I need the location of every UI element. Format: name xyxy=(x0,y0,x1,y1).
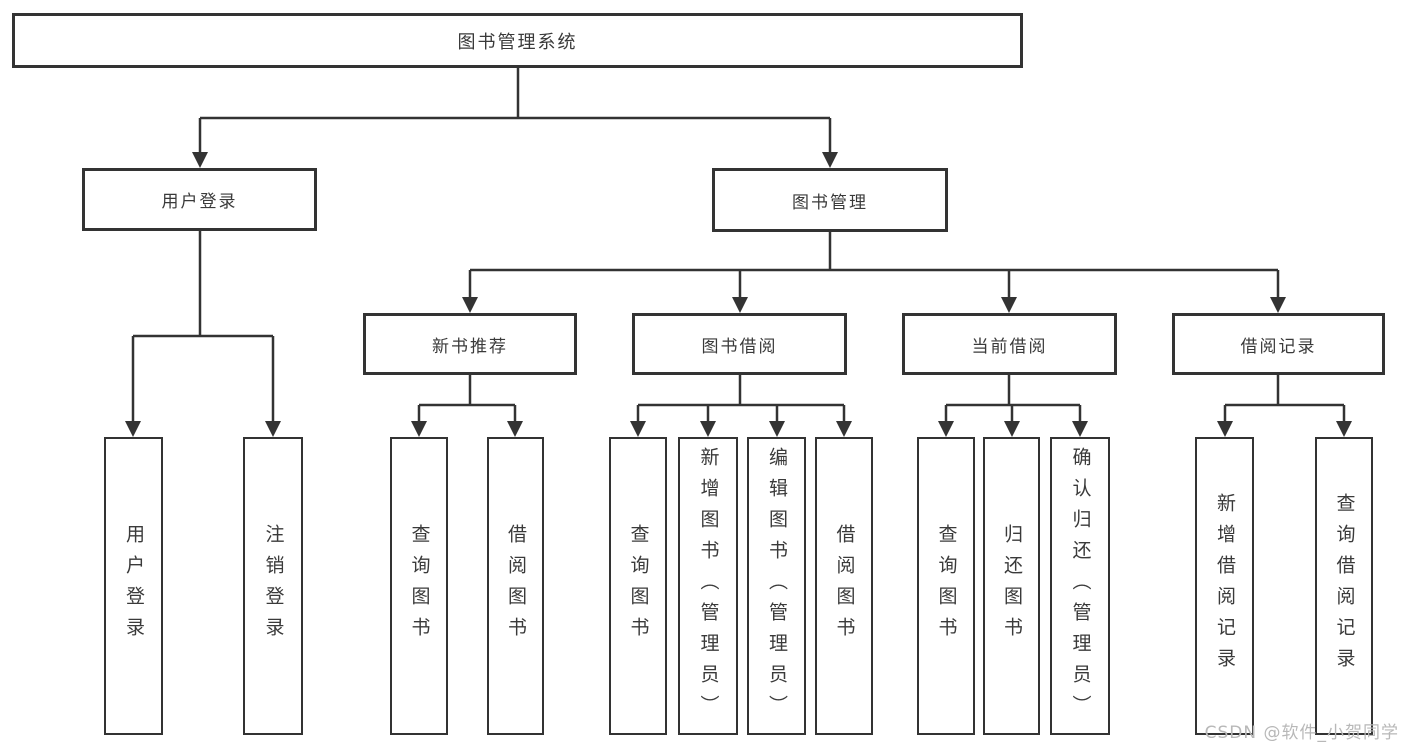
leaf-cb-return-books: 归还图书 xyxy=(983,437,1040,735)
leaf-label: 查询图书 xyxy=(408,524,431,648)
leaf-label: 新增图书（管理员） xyxy=(697,446,720,726)
leaf-label: 借阅图书 xyxy=(833,524,856,648)
leaf-cb-confirm-return-admin: 确认归还（管理员） xyxy=(1050,437,1110,735)
leaf-label: 注销登录 xyxy=(262,524,285,648)
leaf-br-query-record: 查询借阅记录 xyxy=(1315,437,1373,735)
leaf-nb-query-books: 查询图书 xyxy=(390,437,448,735)
leaf-label: 查询图书 xyxy=(627,524,650,648)
leaf-label: 编辑图书（管理员） xyxy=(766,446,788,726)
leaf-br-add-record: 新增借阅记录 xyxy=(1195,437,1254,735)
csdn-watermark: CSDN @软件_小贺同学 xyxy=(1204,723,1399,743)
leaf-label: 确认归还（管理员） xyxy=(1069,446,1092,726)
node-borrowing-records: 借阅记录 xyxy=(1172,313,1385,375)
node-book-borrowing: 图书借阅 xyxy=(632,313,847,375)
leaf-label: 归还图书 xyxy=(1001,524,1023,648)
node-current-borrowing: 当前借阅 xyxy=(902,313,1117,375)
node-library-management-system: 图书管理系统 xyxy=(12,13,1023,68)
leaf-label: 新增借阅记录 xyxy=(1214,493,1236,679)
leaf-label: 查询借阅记录 xyxy=(1333,493,1356,679)
leaf-user-login: 用户登录 xyxy=(104,437,163,735)
leaf-logout: 注销登录 xyxy=(243,437,303,735)
node-user-login: 用户登录 xyxy=(82,168,317,231)
leaf-nb-borrow-books: 借阅图书 xyxy=(487,437,544,735)
node-book-management: 图书管理 xyxy=(712,168,948,232)
leaf-cb-query-books: 查询图书 xyxy=(917,437,975,735)
leaf-label: 查询图书 xyxy=(935,524,958,648)
leaf-bb-borrow-books: 借阅图书 xyxy=(815,437,873,735)
leaf-bb-add-books-admin: 新增图书（管理员） xyxy=(678,437,738,735)
leaf-bb-query-books: 查询图书 xyxy=(609,437,667,735)
arrowheads xyxy=(125,152,1352,437)
node-new-book-recommend: 新书推荐 xyxy=(363,313,577,375)
leaf-label: 借阅图书 xyxy=(505,524,527,648)
leaf-bb-edit-books-admin: 编辑图书（管理员） xyxy=(747,437,806,735)
leaf-label: 用户登录 xyxy=(123,524,145,648)
